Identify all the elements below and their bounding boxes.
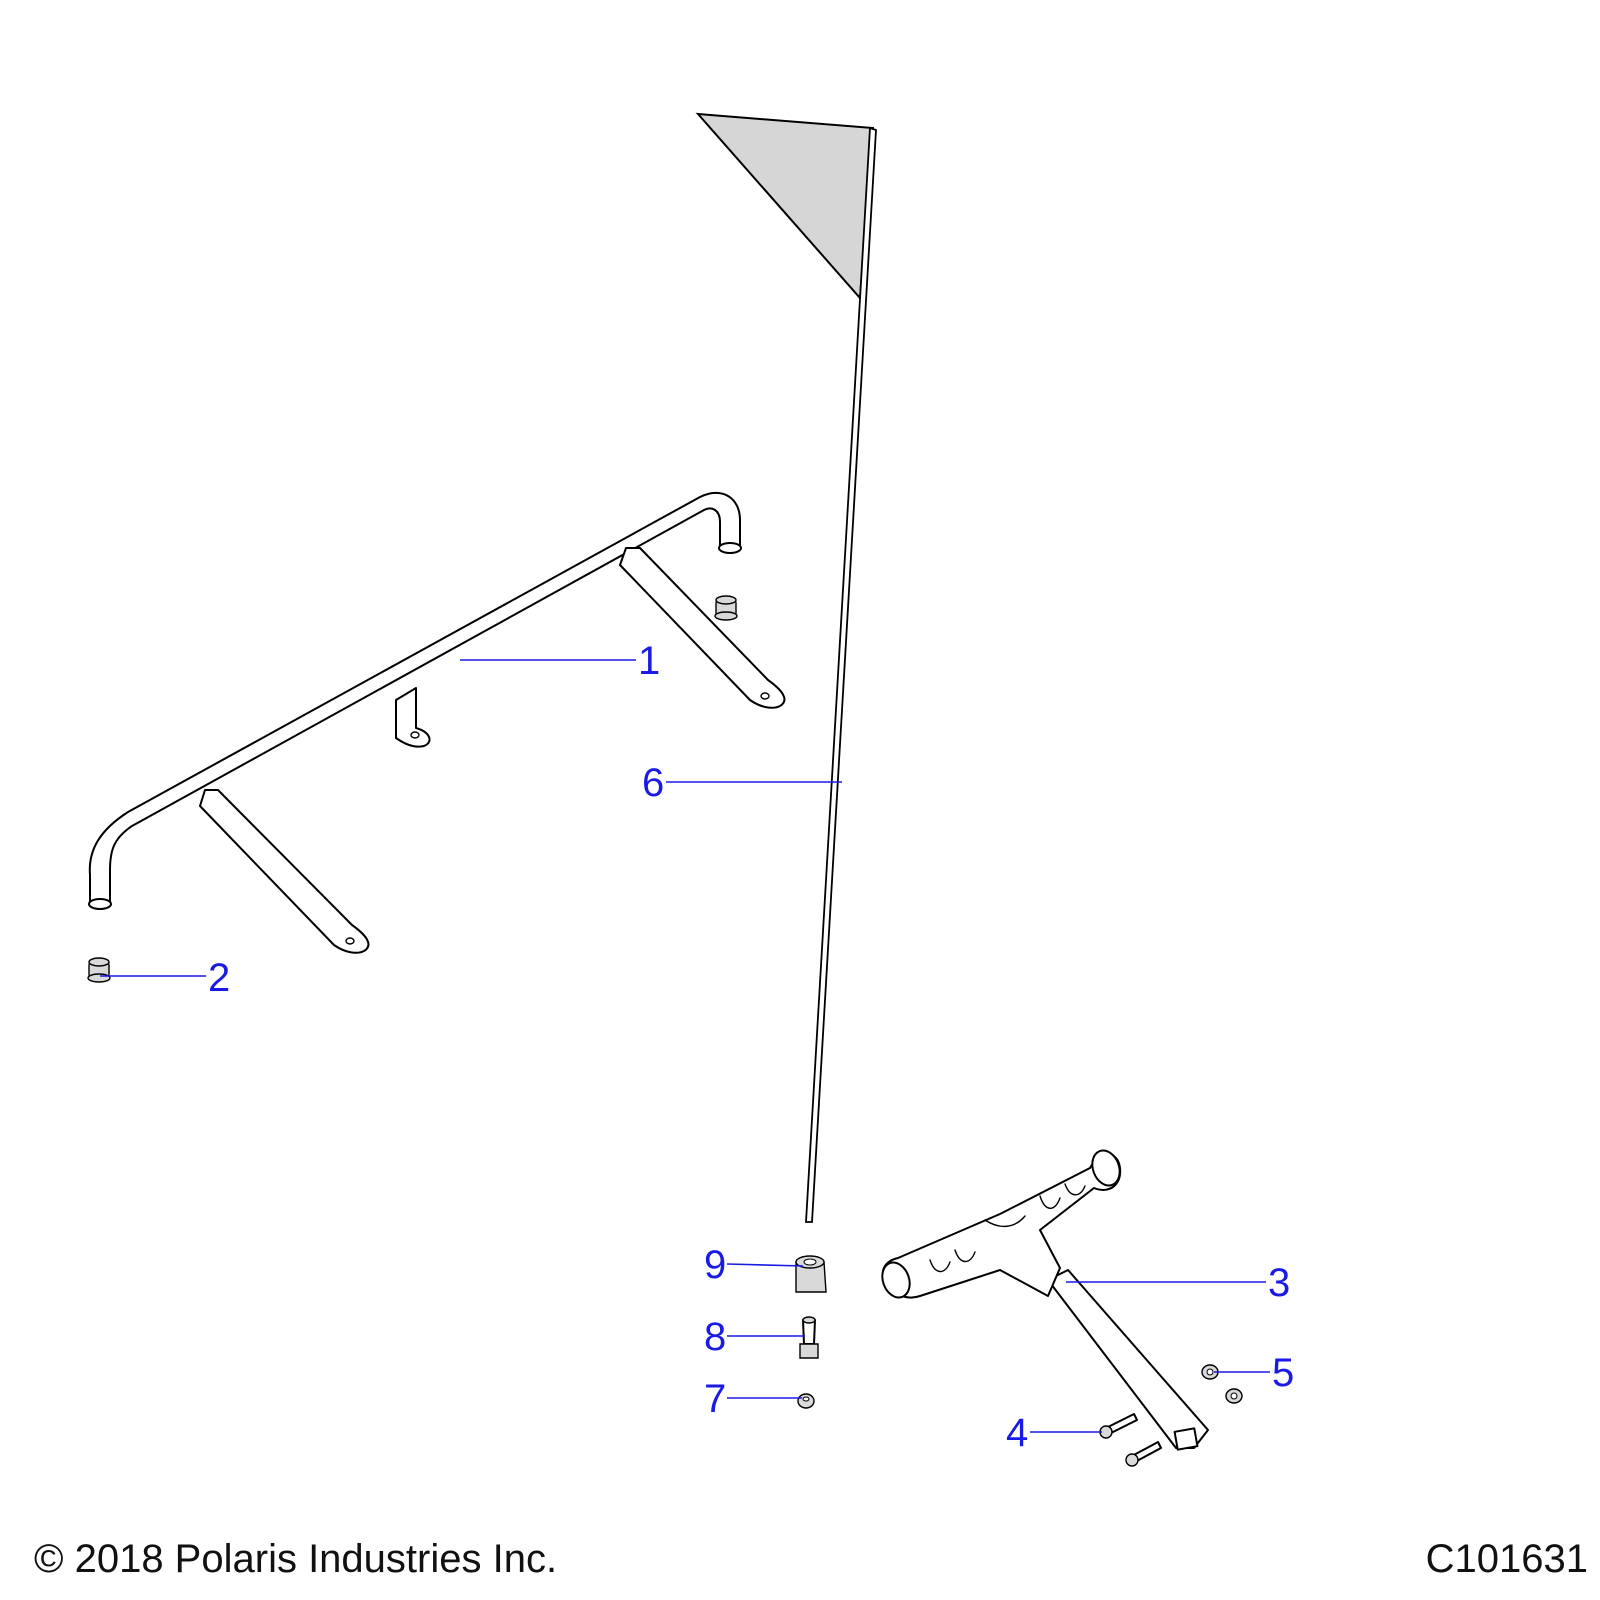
- t-handle-shaft: [1047, 1269, 1209, 1449]
- leader-9: [726, 1263, 804, 1267]
- stud-part: [799, 1316, 819, 1359]
- plug-parts: [87, 595, 738, 983]
- callout-9: 9: [704, 1243, 726, 1287]
- t-handle-part: [881, 1149, 1209, 1451]
- nut-lower: [1225, 1388, 1243, 1404]
- rail-leg-right: [619, 547, 786, 709]
- callout-6: 6: [642, 761, 664, 805]
- t-handle-grip-end-right: [1091, 1149, 1121, 1187]
- bolt-lower: [1125, 1441, 1162, 1467]
- copyright-notice: © 2018 Polaris Industries Inc.: [34, 1537, 558, 1581]
- rail-leg-right-hole: [760, 692, 770, 700]
- rail-main-tube: [88, 491, 741, 906]
- rail-tab-hole: [410, 731, 420, 739]
- t-handle-grip-texture: [929, 1183, 1086, 1273]
- washer-part: [797, 1393, 815, 1409]
- callout-5: 5: [1272, 1351, 1294, 1395]
- plug-lower: [87, 957, 111, 983]
- t-handle-grip-end-left: [881, 1261, 911, 1299]
- leader-lines: [100, 659, 1270, 1433]
- bolt-parts: [1099, 1413, 1162, 1467]
- rack-rail-part: [88, 491, 786, 954]
- ferrule-part: [795, 1255, 827, 1293]
- rail-end-left: [88, 898, 112, 910]
- callout-7: 7: [704, 1377, 726, 1421]
- bolt-upper: [1099, 1413, 1138, 1439]
- plug-upper: [714, 595, 738, 621]
- rail-end-right: [718, 542, 742, 554]
- t-handle-shaft-end: [1173, 1427, 1199, 1451]
- rail-leg-left: [199, 789, 370, 954]
- callout-3: 3: [1268, 1261, 1290, 1305]
- whip-pole: [805, 126, 877, 1223]
- callout-2: 2: [208, 956, 230, 1000]
- diagram-id: C101631: [1425, 1537, 1588, 1581]
- callout-8: 8: [704, 1315, 726, 1359]
- callout-4: 4: [1006, 1411, 1028, 1455]
- nut-parts: [1201, 1364, 1243, 1404]
- callout-1: 1: [638, 639, 660, 683]
- rail-tab-center: [395, 687, 431, 748]
- flag-whip-part: [695, 112, 877, 1223]
- flag-pennant: [695, 112, 875, 301]
- rail-leg-left-hole: [345, 937, 355, 945]
- callout-numbers: 1 2 3 4 5 6 7 8 9: [208, 639, 1294, 1455]
- nut-upper: [1201, 1364, 1219, 1380]
